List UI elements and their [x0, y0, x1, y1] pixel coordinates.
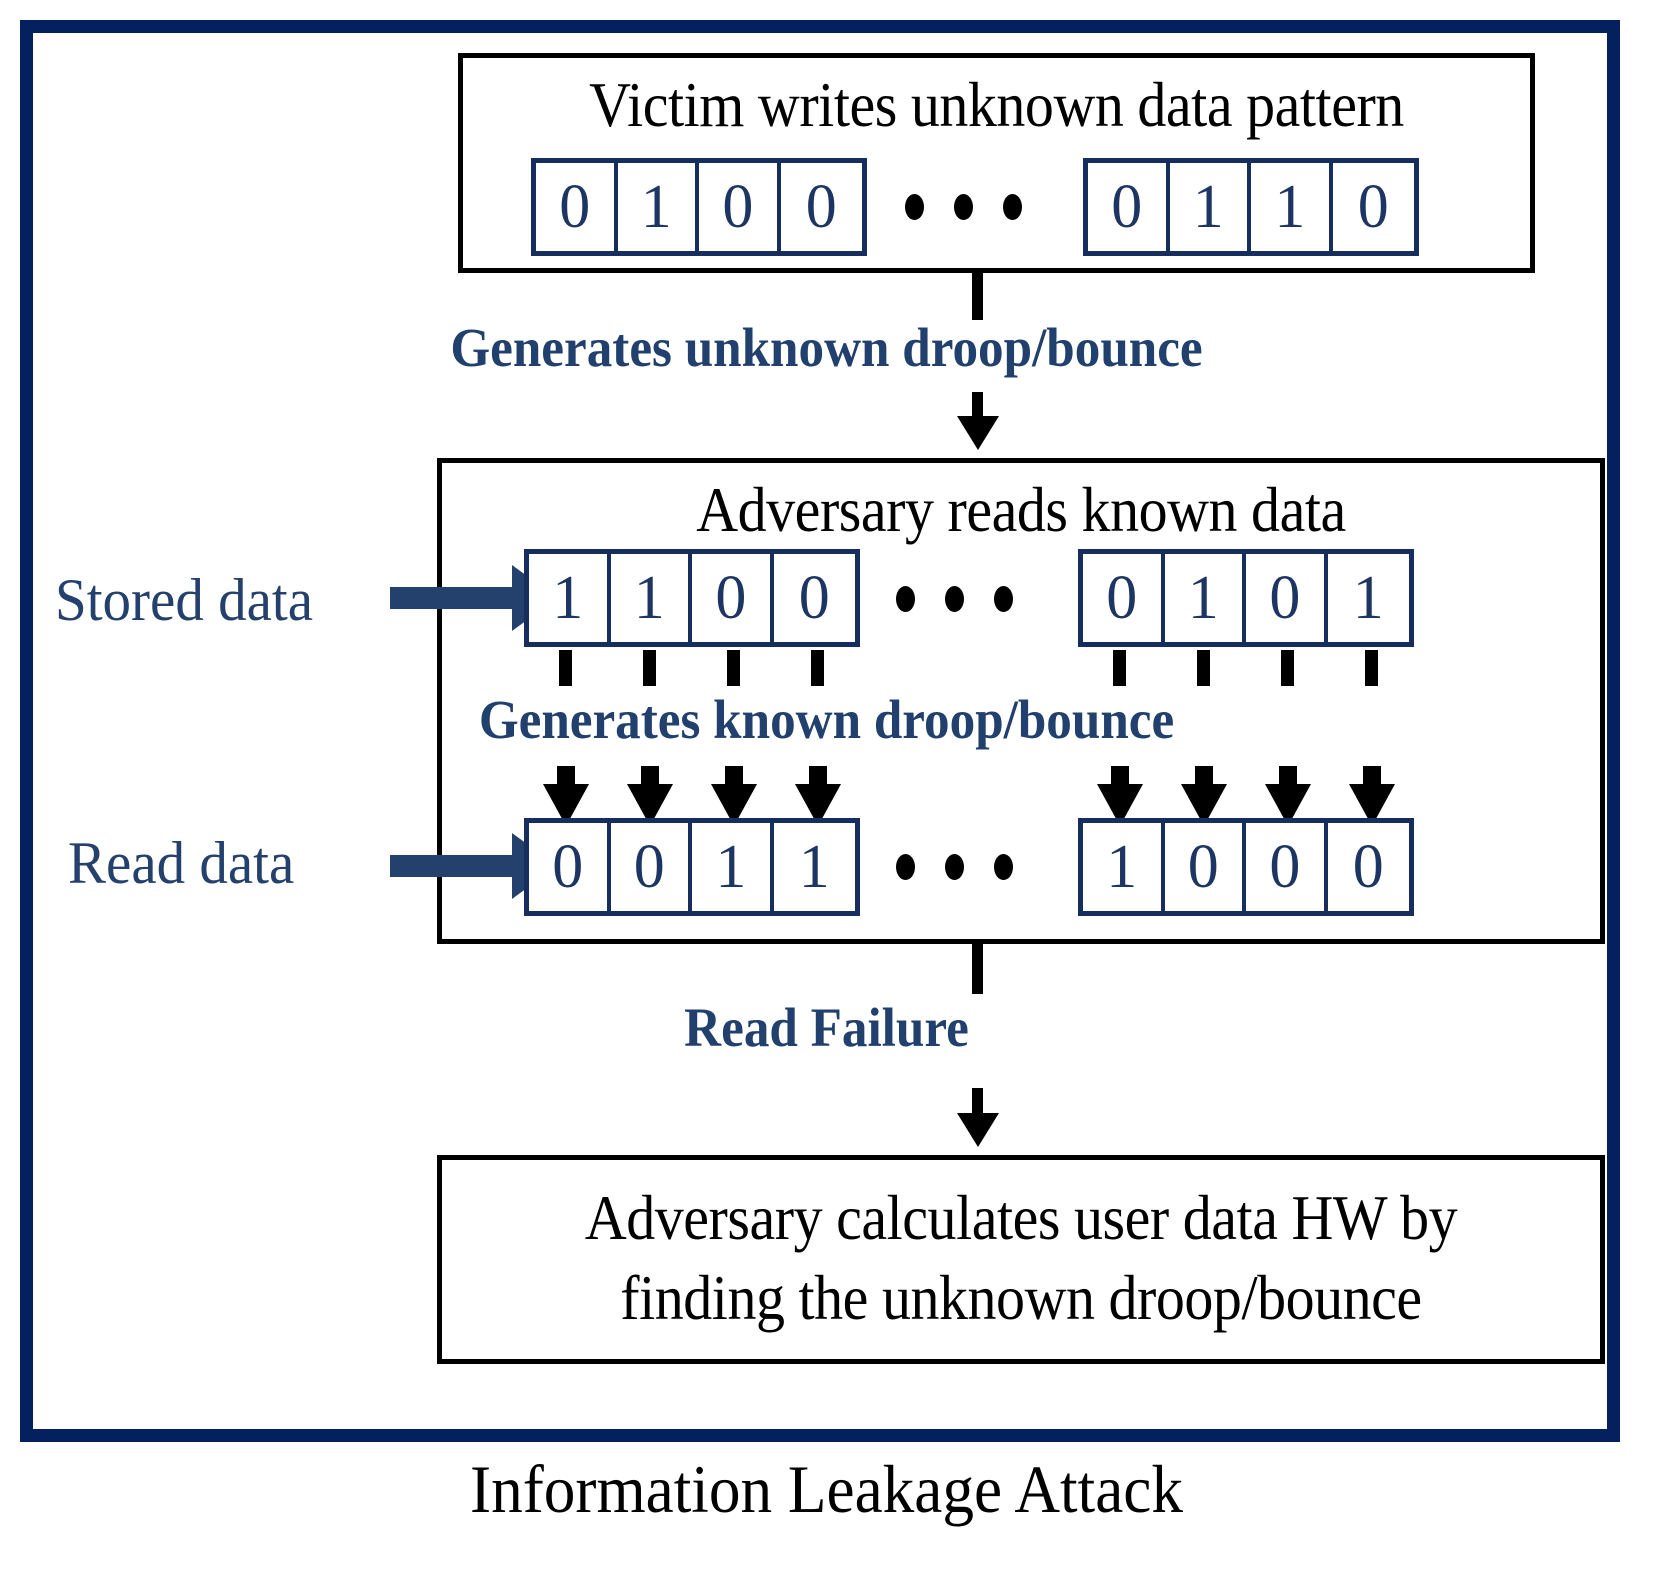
read-ellipsis [896, 854, 1013, 880]
read-bits-right: 1 0 0 0 [1078, 818, 1414, 916]
connector-arrowhead-2 [957, 1113, 999, 1147]
ellipsis-dot [994, 854, 1013, 880]
bit-cell: 1 [618, 163, 700, 251]
bit-cell: 0 [536, 163, 618, 251]
stage-box-result: Adversary calculates user data HW by fin… [437, 1155, 1605, 1364]
stored-stub [727, 650, 740, 686]
bit-cell: 1 [1083, 823, 1165, 911]
bit-cell: 1 [692, 823, 774, 911]
read-arrow-stem [641, 766, 659, 788]
stored-stub [1197, 650, 1210, 686]
bit-cell: 1 [611, 554, 693, 642]
stored-stub [811, 650, 824, 686]
bit-cell: 1 [1352, 564, 1384, 632]
bit-cell: 0 [692, 554, 774, 642]
read-arrow-stem [557, 766, 575, 788]
bit-cell: 0 [699, 163, 781, 251]
ellipsis-dot [994, 586, 1013, 612]
bit-cell: 0 [1246, 554, 1328, 642]
read-arrow-stem [725, 766, 743, 788]
bit-cell: 1 [1165, 554, 1247, 642]
victim-bits-right: 0 1 1 0 [1083, 158, 1419, 256]
read-data-label: Read data [68, 830, 295, 896]
bit-cell: 0 [1246, 823, 1328, 911]
stored-stub [1113, 650, 1126, 686]
bit-cell: 0 [529, 823, 611, 911]
bit-cell: 0 [611, 823, 693, 911]
stored-data-arrow-shaft [390, 587, 515, 609]
victim-bits-left: 0 1 0 0 [531, 158, 867, 256]
adversary-box-title: Adversary reads known data [696, 475, 1346, 545]
stored-stub [1365, 650, 1378, 686]
result-box-title-line1: Adversary calculates user data HW by [584, 1183, 1458, 1253]
stored-stub [559, 650, 572, 686]
connector-line-1-lower [972, 392, 983, 420]
read-data-arrow-shaft [390, 855, 515, 877]
bit-cell: 1 [529, 554, 611, 642]
bit-cell: 0 [1083, 554, 1165, 642]
ellipsis-dot [945, 854, 964, 880]
victim-ellipsis [905, 194, 1022, 220]
stored-stub [643, 650, 656, 686]
stored-data-label: Stored data [55, 567, 314, 633]
connector-label-generates-known: Generates known droop/bounce [478, 689, 1175, 750]
ellipsis-dot [896, 586, 915, 612]
connector-line-2-upper [972, 942, 983, 994]
bit-cell: 1 [1251, 163, 1333, 251]
connector-line-1-upper [972, 272, 983, 320]
bit-cell: 1 [1170, 163, 1252, 251]
victim-box-title: Victim writes unknown data pattern [589, 70, 1404, 140]
connector-label-generates-unknown: Generates unknown droop/bounce [450, 317, 1203, 378]
result-box-title-line2: finding the unknown droop/bounce [620, 1263, 1422, 1333]
figure-caption: Information Leakage Attack [470, 1451, 1183, 1527]
bit-cell: 0 [1352, 833, 1384, 901]
bit-cell: 0 [1088, 163, 1170, 251]
bit-cell: 1 [798, 833, 830, 901]
read-arrow-stem [1111, 766, 1129, 788]
bit-cell: 0 [1357, 173, 1389, 241]
read-arrow-stem [1279, 766, 1297, 788]
bit-cell: 0 [798, 564, 830, 632]
ellipsis-dot [1003, 194, 1022, 220]
connector-line-2-lower [972, 1088, 983, 1118]
ellipsis-dot [945, 586, 964, 612]
read-bits-left: 0 0 1 1 [524, 818, 860, 916]
stored-bits-right: 0 1 0 1 [1078, 549, 1414, 647]
ellipsis-dot [896, 854, 915, 880]
bit-cell: 0 [805, 173, 837, 241]
read-arrow-stem [1195, 766, 1213, 788]
ellipsis-dot [954, 194, 973, 220]
connector-arrowhead-1 [957, 416, 999, 450]
stored-ellipsis [896, 586, 1013, 612]
stored-bits-left: 1 1 0 0 [524, 549, 860, 647]
read-arrow-stem [1363, 766, 1381, 788]
bit-cell: 0 [1165, 823, 1247, 911]
connector-label-read-failure: Read Failure [684, 997, 969, 1058]
read-arrow-stem [809, 766, 827, 788]
ellipsis-dot [905, 194, 924, 220]
stored-stub [1281, 650, 1294, 686]
